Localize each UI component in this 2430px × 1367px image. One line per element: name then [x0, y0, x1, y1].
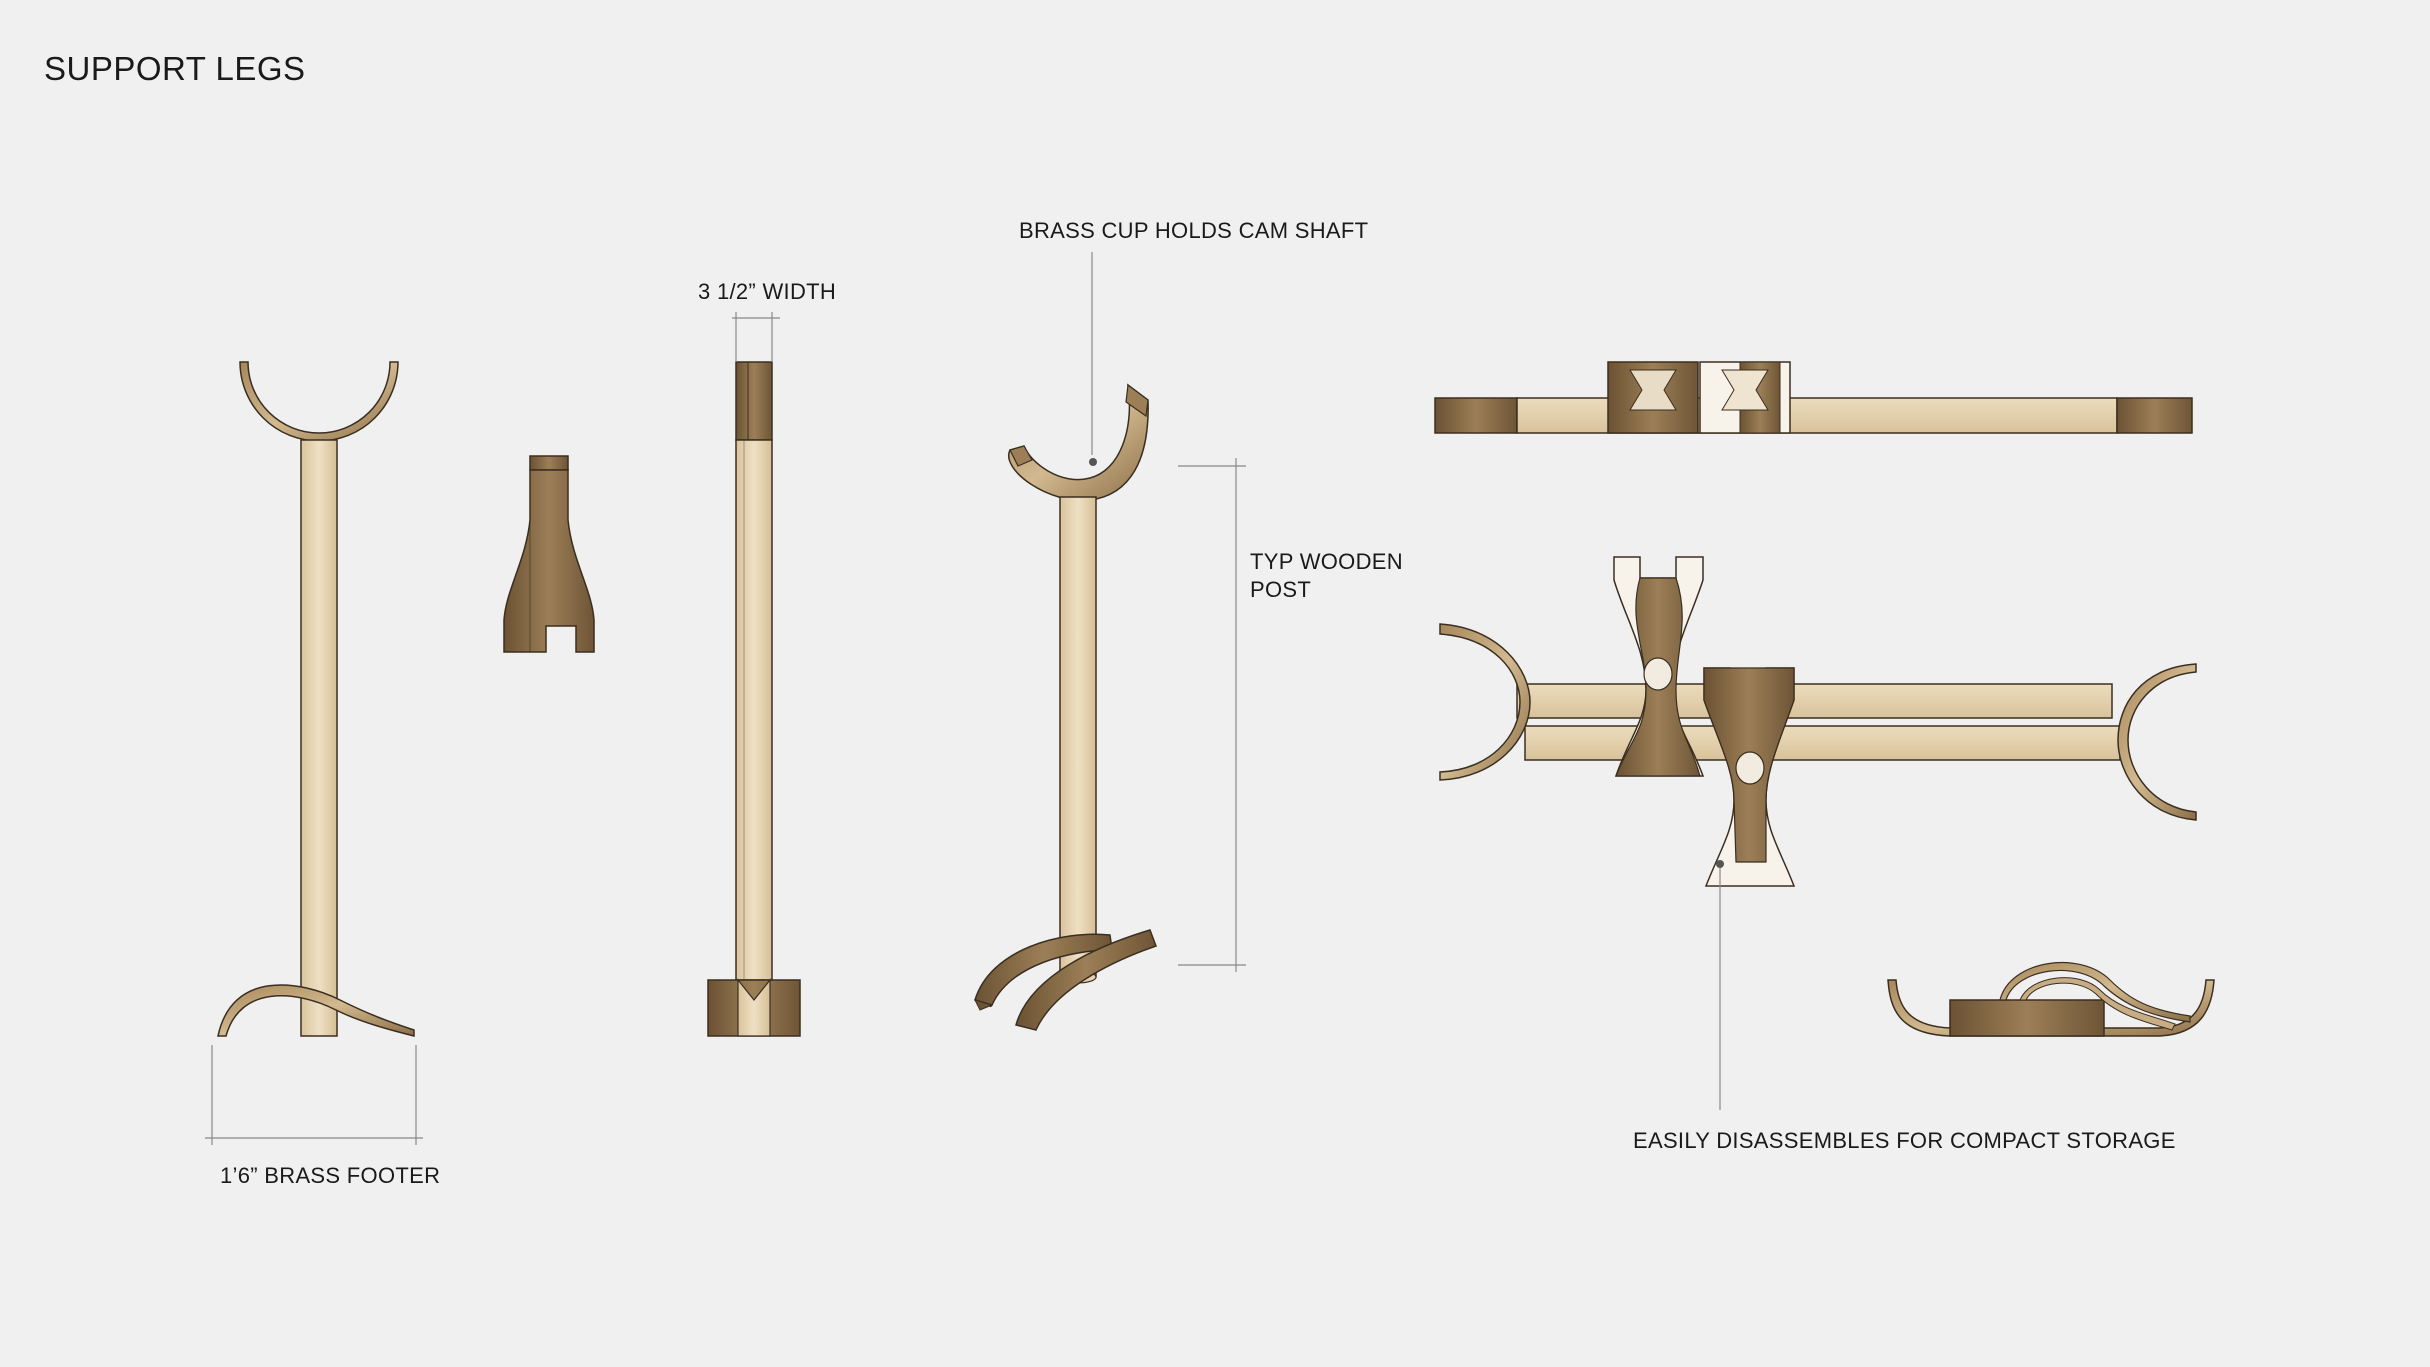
- label-wooden-post-line2: POST: [1250, 577, 1312, 602]
- perspective-wooden-post: [1059, 496, 1097, 978]
- perspective-foot-left: [974, 933, 1113, 1006]
- disassembled-parts: [1439, 556, 2197, 1110]
- side-view-leg: [707, 312, 801, 1037]
- label-brass-cup: BRASS CUP HOLDS CAM SHAFT: [1019, 218, 1369, 243]
- label-wooden-post-line1: TYP WOODEN: [1250, 549, 1403, 574]
- stored-assembly: [1887, 961, 2215, 1037]
- perspective-leg: [974, 252, 1246, 1031]
- front-view-leg: [205, 361, 423, 1145]
- front-brass-cup: [239, 361, 399, 442]
- assembled-bar-top: [1434, 361, 2193, 434]
- front-brass-footer: [217, 984, 415, 1037]
- perspective-foot-right: [1015, 929, 1157, 1031]
- label-width: 3 1/2” WIDTH: [698, 279, 837, 304]
- front-wooden-post: [300, 439, 338, 1037]
- page-title: SUPPORT LEGS: [44, 50, 306, 87]
- side-wooden-post: [735, 439, 773, 981]
- side-post-top-cap: [735, 361, 773, 441]
- label-brass-footer: 1’6” BRASS FOOTER: [220, 1163, 441, 1188]
- label-disassembles: EASILY DISASSEMBLES FOR COMPACT STORAGE: [1633, 1128, 2176, 1153]
- small-bracket-piece: [503, 455, 595, 653]
